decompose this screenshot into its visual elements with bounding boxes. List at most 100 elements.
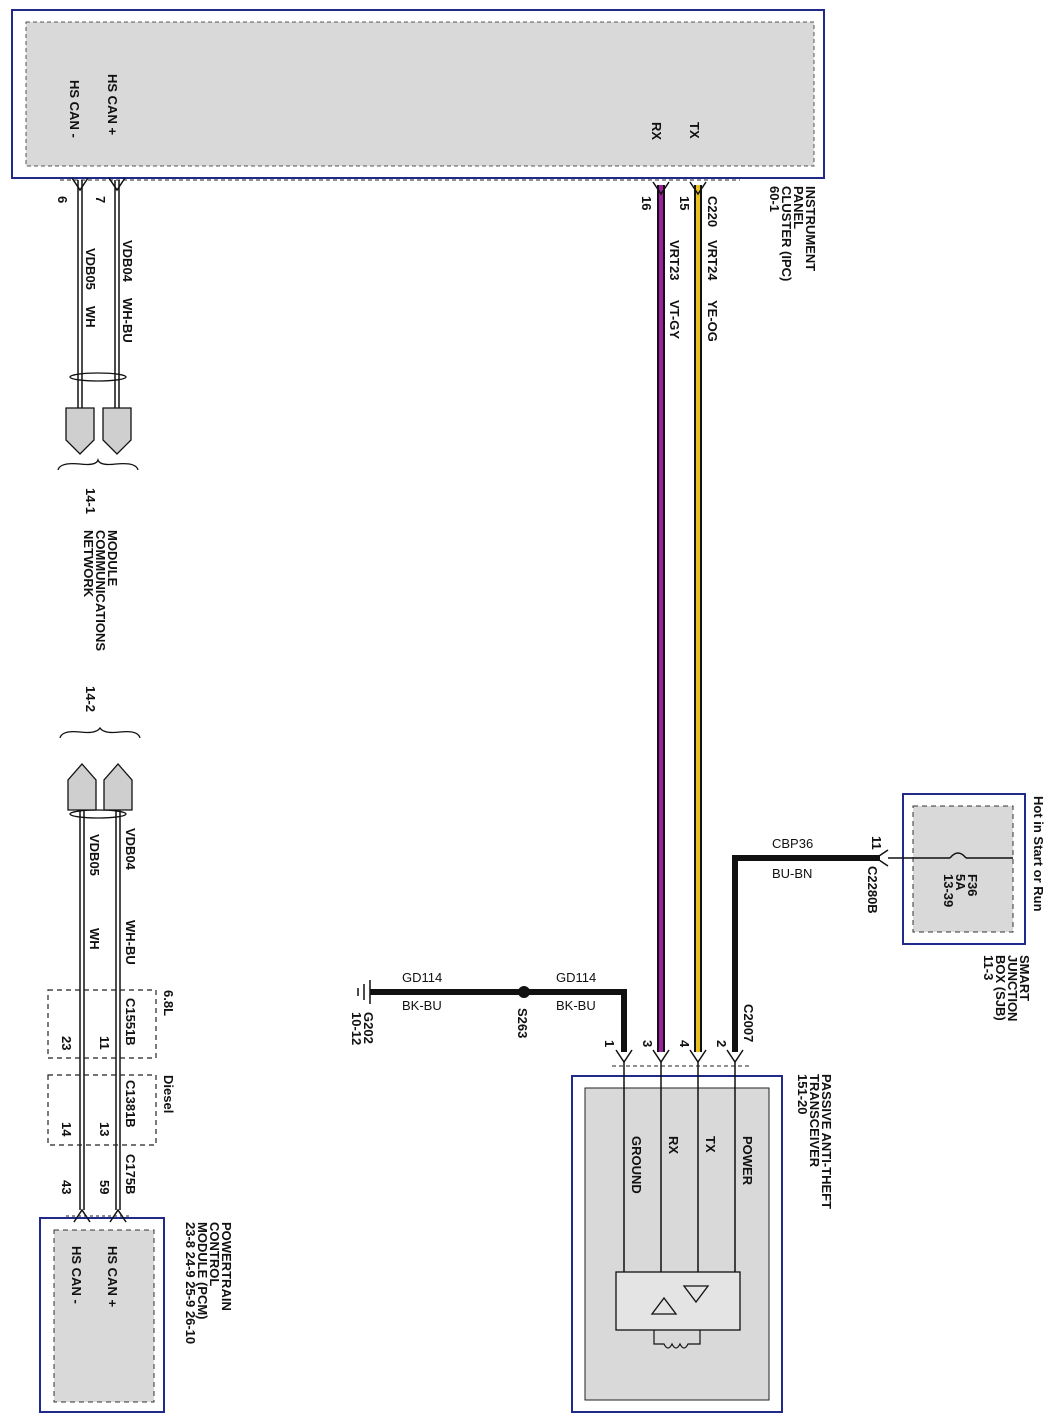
sjb-pin11-arrow <box>874 849 889 867</box>
c1381b-pin-14: 14 <box>59 1122 74 1137</box>
ground-name: G202 <box>361 1012 376 1044</box>
pcm-inner-box <box>53 1229 155 1403</box>
ipc-connector-name: C220 <box>705 196 720 227</box>
pats-title-2: TRANSCEIVER <box>807 1074 822 1168</box>
antenna-coil-icon <box>653 1330 701 1349</box>
gd114-color-left: BK-BU <box>402 998 442 1013</box>
pcm-pin43-arrow <box>73 1208 91 1223</box>
pats-pin-power: POWER <box>740 1136 755 1186</box>
ipc-pin15-number: 15 <box>677 196 692 210</box>
ipc-pin7-number: 7 <box>93 196 108 203</box>
can-wires-bottom <box>59 726 141 1210</box>
pats-pin2-number: 2 <box>714 1040 729 1047</box>
ipc-pin7-arrow <box>108 177 126 192</box>
ipc-module: HS CAN - HS CAN + RX TX <box>11 9 825 179</box>
ipc-title-4: 60-1 <box>767 186 782 212</box>
can-connector-top-2 <box>102 407 132 455</box>
pats-title-3: 151-20 <box>795 1074 810 1114</box>
pcm-module <box>39 1208 165 1413</box>
ipc-title-2: PANEL <box>791 186 806 229</box>
pats-pin1-number: 1 <box>602 1040 617 1047</box>
sjb-fuse-2: 5A <box>953 874 968 891</box>
vdb04-color-top: WH-BU <box>120 298 135 343</box>
twisted-pair-bottom <box>69 809 127 819</box>
can-connector-top-1 <box>65 407 95 455</box>
rx-triangle-icon <box>650 1296 678 1315</box>
vrt-wires <box>652 181 707 1052</box>
network-label-3: NETWORK <box>81 530 96 598</box>
pats-pin4-number: 4 <box>677 1040 692 1048</box>
vdb04-color-bottom: WH-BU <box>123 920 138 965</box>
ipc-inner-box <box>25 21 815 167</box>
network-ref-bottom: 14-2 <box>83 686 98 712</box>
sjb-module <box>888 793 1026 945</box>
ipc-pin16-arrow <box>652 181 670 196</box>
tx-triangle-icon <box>682 1285 710 1304</box>
transceiver-block <box>615 1271 741 1331</box>
pats-module <box>571 1049 783 1413</box>
vrt24-circuit: VRT24 <box>705 240 720 281</box>
fuse-icon <box>949 852 967 859</box>
c1381b-box <box>47 1074 157 1146</box>
vdb04-circuit-top: VDB04 <box>120 240 135 283</box>
vrt24-color: YE-OG <box>705 300 720 342</box>
ipc-title-3: CLUSTER (IPC) <box>779 186 794 281</box>
vrt23-color: VT-GY <box>667 300 682 339</box>
ipc-title-1: INSTRUMENT <box>803 186 818 271</box>
ground-wire-group <box>357 980 627 1052</box>
network-label-1: MODULE <box>105 530 120 587</box>
gd114-circuit-left: GD114 <box>402 970 442 985</box>
c175b-name: C175B <box>123 1154 138 1194</box>
vdb05-color-bottom: WH <box>87 928 102 950</box>
c1381b-name: C1381B <box>123 1080 138 1128</box>
vdb05-color-top: WH <box>83 306 98 328</box>
sjb-title-3: BOX (SJB) <box>993 955 1008 1021</box>
vrt23-circuit: VRT23 <box>667 240 682 280</box>
c1551b-pin-23: 23 <box>59 1036 74 1050</box>
ipc-pin15-arrow <box>689 181 707 196</box>
cbp36-color: BU-BN <box>772 866 812 881</box>
pcm-pin-hs-can-plus: HS CAN + <box>105 1246 120 1307</box>
sjb-title-2: JUNCTION <box>1005 955 1020 1021</box>
c1551b-option: 6.8L <box>161 990 176 1016</box>
sjb-title-1: SMART <box>1017 955 1032 1001</box>
pats-inner-box <box>584 1087 770 1401</box>
pcm-pin-hs-can-minus: HS CAN - <box>69 1246 84 1304</box>
c1381b-pin-13: 13 <box>97 1122 112 1136</box>
splice-dot <box>518 986 530 998</box>
ipc-pin6-number: 6 <box>55 196 70 203</box>
ipc-pin-hs-can-plus: HS CAN + <box>105 74 120 135</box>
pcm-title-1: POWERTRAIN <box>219 1222 234 1311</box>
c1551b-box <box>47 989 157 1059</box>
pcm-pin59-arrow <box>109 1208 127 1223</box>
sjb-fuse-1: F36 <box>965 874 980 896</box>
network-brace-top <box>57 457 139 471</box>
pcm-pin-59: 59 <box>97 1180 112 1194</box>
ipc-pin-hs-can-minus: HS CAN - <box>67 80 82 138</box>
pats-pin-tx: TX <box>703 1136 718 1153</box>
ipc-pin-tx: TX <box>687 122 702 139</box>
network-ref-top: 14-1 <box>83 488 98 514</box>
gd114-circuit-right: GD114 <box>556 970 596 985</box>
pats-pin3-number: 3 <box>640 1040 655 1047</box>
sjb-inner-box <box>912 805 1014 933</box>
sjb-fuse-3: 13-39 <box>941 874 956 907</box>
sjb-pin-number: 11 <box>869 836 884 850</box>
pcm-title-2: CONTROL <box>207 1222 222 1286</box>
pcm-pin-43: 43 <box>59 1180 74 1194</box>
twisted-pair-top <box>69 372 127 382</box>
gd114-wire-right <box>524 989 627 1052</box>
cbp36-wire-group <box>732 849 889 1052</box>
gd114-color-right: BK-BU <box>556 998 596 1013</box>
vdb04-circuit-bottom: VDB04 <box>123 828 138 871</box>
can-wires-top <box>57 177 139 471</box>
network-label-2: COMMUNICATIONS <box>93 530 108 651</box>
sjb-title-4: 11-3 <box>981 955 996 980</box>
vdb05-circuit-top: VDB05 <box>83 248 98 290</box>
c1551b-name: C1551B <box>123 998 138 1046</box>
pats-pin-rx: RX <box>666 1136 681 1154</box>
pats-connector-name: C2007 <box>741 1004 756 1042</box>
pats-title-1: PASSIVE ANTI-THEFT <box>819 1074 834 1209</box>
vdb05-circuit-bottom: VDB05 <box>87 834 102 876</box>
